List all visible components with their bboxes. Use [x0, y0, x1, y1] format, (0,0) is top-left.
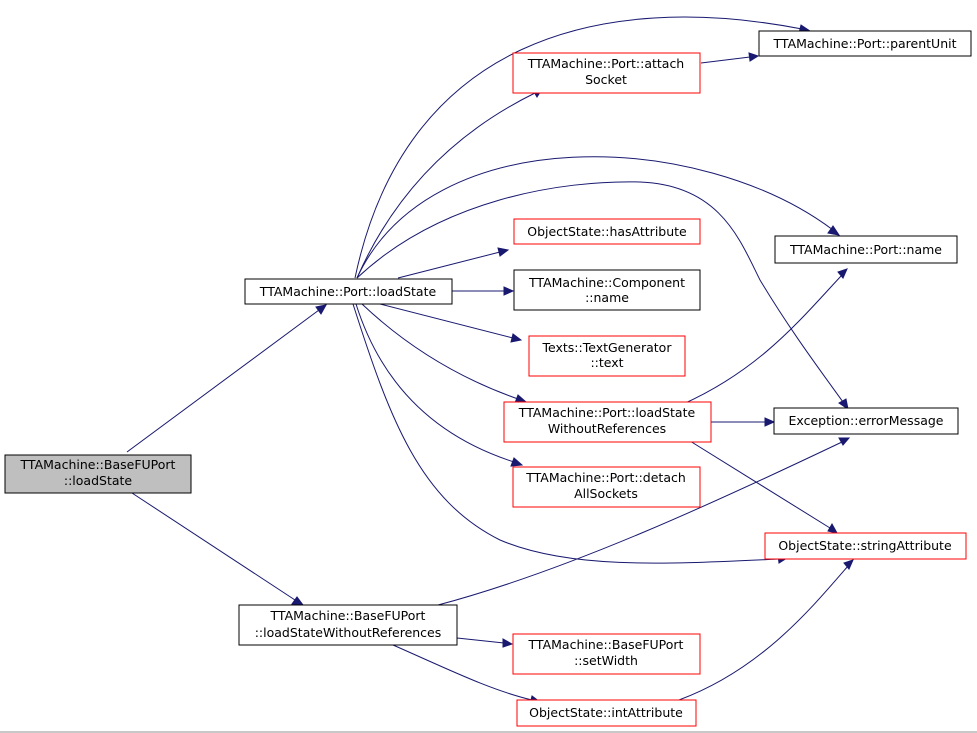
node-label-line: ::loadState — [64, 473, 133, 488]
edge-baseloadstate-to-portloadstate — [126, 309, 320, 453]
node-baseFUPort-loadState[interactable]: TTAMachine::BaseFUPort ::loadState — [4, 454, 192, 494]
node-port-name[interactable]: TTAMachine::Port::name — [774, 235, 958, 264]
node-label-line: Socket — [585, 72, 627, 87]
edge-portloadstate-to-attachsocket — [356, 92, 536, 279]
arrowhead — [510, 457, 524, 467]
node-objectState-stringAttribute[interactable]: ObjectState::stringAttribute — [764, 532, 967, 560]
arrowhead — [837, 268, 848, 279]
node-objectState-intAttribute[interactable]: ObjectState::intAttribute — [516, 699, 697, 727]
node-label-line: AllSockets — [574, 486, 638, 501]
edge-portloadstate-to-texttext — [379, 303, 514, 339]
node-baseFUPort-setWidth[interactable]: TTAMachine::BaseFUPort ::setWidth — [512, 633, 701, 675]
edges — [126, 16, 854, 705]
edge-portloadstate-to-parentunit — [354, 16, 803, 279]
edge-portloadstate-to-portname — [356, 156, 834, 279]
node-label-line: TTAMachine::Port::name — [789, 242, 942, 257]
node-label-line: ::setWidth — [574, 653, 638, 668]
node-label-line: TTAMachine::Component — [528, 275, 685, 290]
node-label-line: TTAMachine::BaseFUPort — [270, 608, 426, 623]
arrowhead — [827, 522, 838, 534]
node-textGenerator-text[interactable]: Texts::TextGenerator ::text — [528, 335, 686, 377]
arrowhead — [510, 333, 523, 343]
edge-baseloadstatewithoutrefs-to-setwidth — [456, 637, 505, 644]
node-label-line: TTAMachine::Port::loadState — [259, 284, 437, 299]
node-port-detachAllSockets[interactable]: TTAMachine::Port::detach AllSockets — [512, 466, 701, 508]
edge-portloadstate-to-hasattribute — [397, 251, 501, 279]
node-label-line: ObjectState::stringAttribute — [778, 538, 952, 553]
edge-portloadstate-to-loadstatewithoutrefs — [361, 303, 519, 400]
node-label-line: ObjectState::intAttribute — [529, 705, 683, 720]
edge-loadstatewithoutrefs-to-stringattribute — [689, 440, 831, 529]
node-label-line: TTAMachine::Port::loadState — [518, 405, 696, 420]
node-port-parentUnit[interactable]: TTAMachine::Port::parentUnit — [758, 30, 972, 57]
node-label-line: ::text — [590, 355, 623, 370]
edge-loadstatewithoutrefs-to-portname — [680, 274, 843, 406]
arrowhead — [315, 304, 327, 315]
edge-baseloadstatewithoutrefs-to-errormessage — [437, 441, 843, 606]
node-objectState-hasAttribute[interactable]: ObjectState::hasAttribute — [513, 218, 701, 245]
node-label-line: TTAMachine::Port::detach — [525, 470, 686, 485]
node-label-line: TTAMachine::BaseFUPort — [528, 637, 684, 652]
node-exception-errorMessage[interactable]: Exception::errorMessage — [773, 407, 959, 435]
node-port-loadState[interactable]: TTAMachine::Port::loadState — [244, 278, 453, 305]
arrowhead — [838, 437, 851, 446]
node-label-line: ObjectState::hasAttribute — [527, 224, 687, 239]
edge-portloadstate-to-stringattribute — [352, 303, 780, 564]
node-port-attachSocket[interactable]: TTAMachine::Port::attach Socket — [512, 52, 701, 94]
node-label-line: Exception::errorMessage — [789, 413, 944, 428]
arrowhead — [764, 417, 776, 427]
edge-portloadstate-to-detachallsockets — [355, 303, 515, 463]
nodes: TTAMachine::BaseFUPort ::loadState TTAMa… — [4, 30, 972, 727]
bottom-divider — [0, 731, 977, 733]
node-label-line: TTAMachine::Port::attach — [527, 56, 685, 71]
edge-attachsocket-to-parentunit — [700, 56, 751, 64]
arrowhead — [502, 638, 514, 648]
node-port-loadStateWithoutReferences[interactable]: TTAMachine::Port::loadState WithoutRefer… — [503, 401, 712, 443]
node-label-line: TTAMachine::BaseFUPort — [20, 457, 176, 472]
edge-intattribute-to-stringattribute — [678, 565, 849, 701]
arrowhead — [827, 225, 841, 236]
edge-portloadstate-to-errormessage — [356, 181, 844, 403]
node-label-line: ::loadStateWithoutReferences — [255, 625, 442, 640]
arrowhead — [843, 559, 854, 570]
node-baseFUPort-loadStateWithoutReferences[interactable]: TTAMachine::BaseFUPort ::loadStateWithou… — [238, 604, 458, 646]
edge-baseloadstate-to-baseloadstatewithoutrefs — [131, 492, 296, 601]
edge-baseloadstatewithoutrefs-to-intattribute — [392, 644, 533, 701]
node-component-name[interactable]: TTAMachine::Component ::name — [513, 269, 701, 311]
node-label-line: WithoutReferences — [548, 421, 666, 436]
node-label-line: Texts::TextGenerator — [542, 340, 673, 355]
arrowhead — [291, 596, 305, 606]
node-label-line: TTAMachine::Port::parentUnit — [772, 36, 956, 51]
node-label-line: ::name — [585, 290, 629, 305]
arrowhead — [497, 247, 510, 257]
arrowhead — [838, 398, 849, 411]
arrowhead — [503, 286, 515, 296]
arrowhead — [748, 52, 760, 62]
